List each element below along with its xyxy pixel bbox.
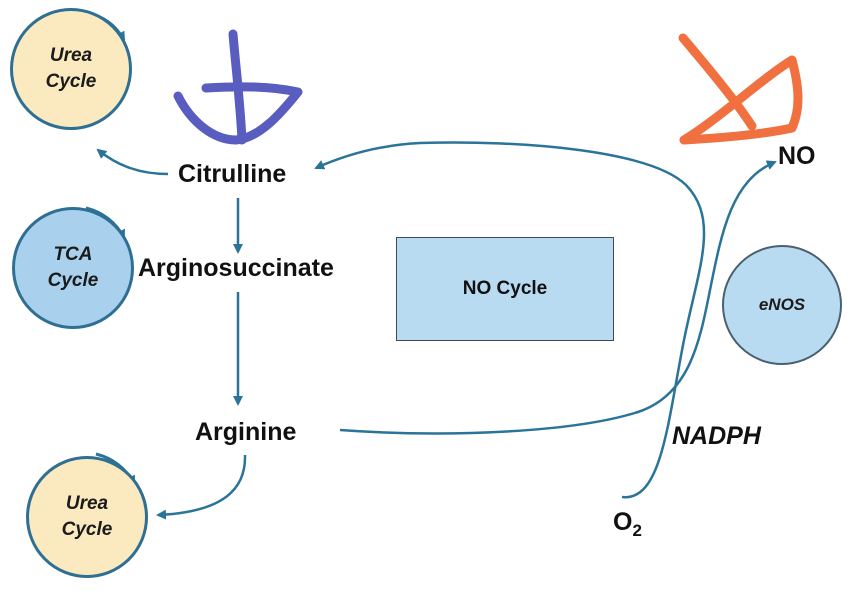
nadph-label: NADPH bbox=[672, 422, 761, 450]
arrow-arginine-to-urea-bottom bbox=[156, 454, 247, 520]
enos-label: eNOS bbox=[758, 295, 806, 314]
urea-cycle-top-line2: Cycle bbox=[45, 71, 97, 92]
urea-cycle-bottom: Urea Cycle bbox=[26, 456, 148, 578]
urea-cycle-bottom-line1: Urea bbox=[65, 493, 109, 514]
arrow-citrulline-to-urea-top bbox=[96, 148, 169, 176]
citrulline-label: Citrulline bbox=[178, 160, 287, 188]
o2-base: O bbox=[613, 508, 633, 536]
no-label: NO bbox=[778, 142, 816, 170]
no-cycle-label: NO Cycle bbox=[462, 278, 548, 299]
purple-hand-drawn-mark bbox=[173, 29, 303, 145]
tca-cycle-line1: TCA bbox=[53, 244, 93, 265]
orange-hand-drawn-mark bbox=[678, 33, 803, 145]
arrow-o2-to-citrulline bbox=[314, 141, 706, 499]
o2-subscript: 2 bbox=[632, 521, 642, 540]
enos-circle: eNOS bbox=[722, 245, 842, 365]
arginosuccinate-label: Arginosuccinate bbox=[138, 254, 334, 282]
arginine-label: Arginine bbox=[195, 418, 297, 446]
tca-cycle: TCA Cycle bbox=[12, 207, 134, 329]
no-cycle-box: NO Cycle bbox=[396, 237, 614, 341]
tca-cycle-line2: Cycle bbox=[47, 270, 99, 291]
urea-cycle-top: Urea Cycle bbox=[10, 8, 132, 130]
urea-cycle-top-line1: Urea bbox=[49, 45, 93, 66]
urea-cycle-bottom-line2: Cycle bbox=[61, 519, 113, 540]
o2-label: O2 bbox=[613, 508, 642, 541]
